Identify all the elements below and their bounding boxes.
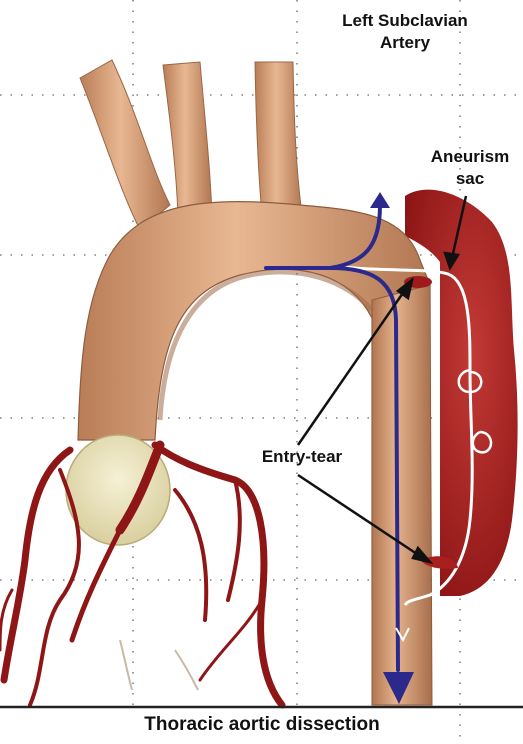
brachiocephalic-artery [80, 60, 170, 230]
descending-aorta [372, 285, 432, 705]
label-left-subclavian-line2: Artery [380, 33, 431, 52]
coronary-arteries [0, 445, 282, 705]
left-subclavian-artery [255, 62, 302, 215]
label-aneurysm-sac-line1: Aneurism [431, 147, 509, 166]
label-entry-tear: Entry-tear [262, 447, 343, 466]
left-common-carotid-artery [163, 62, 212, 215]
flow-arrow-up-head [370, 192, 390, 208]
label-aneurysm-sac-line2: sac [456, 169, 484, 188]
label-left-subclavian-line1: Left Subclavian [342, 11, 468, 30]
coronary-veins [120, 640, 198, 690]
figure-caption: Thoracic aortic dissection [144, 714, 379, 735]
